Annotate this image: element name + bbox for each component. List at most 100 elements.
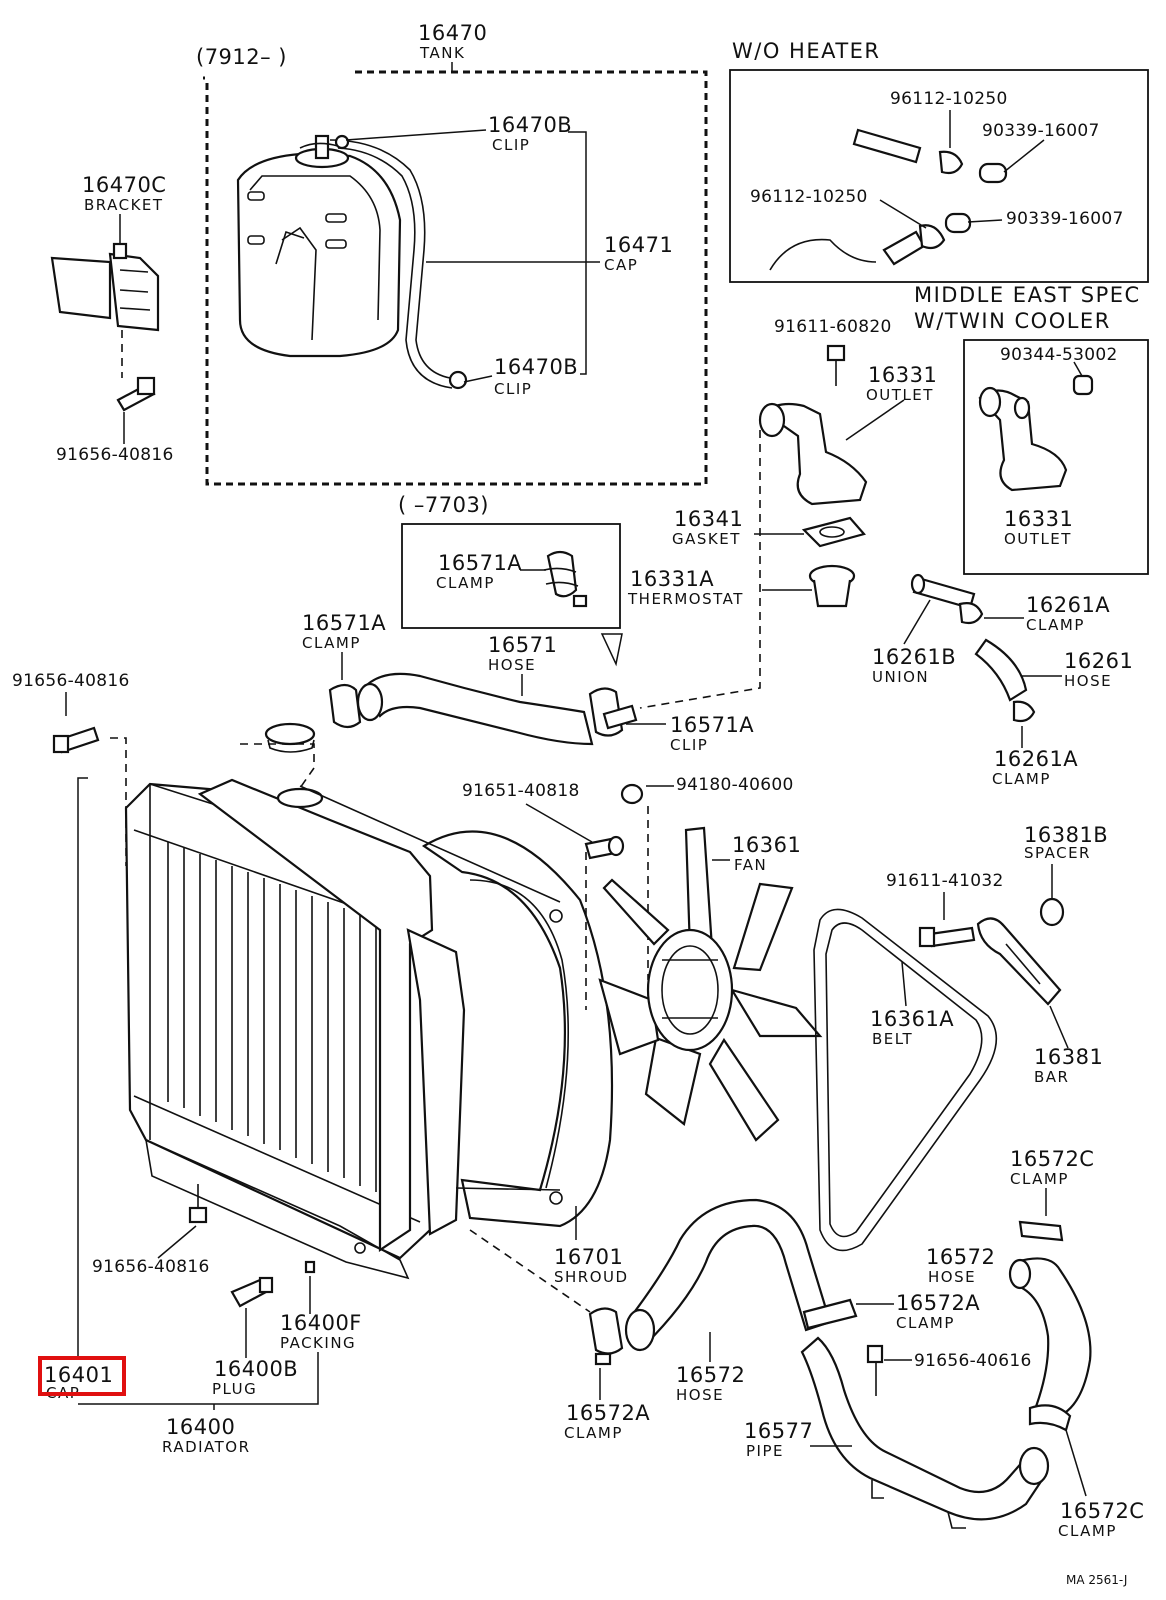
clamp-572c-bottom-label: CLAMP <box>1058 1522 1117 1540</box>
clip-upper-number[interactable]: 16571A <box>670 713 754 737</box>
clip-bottom-leader <box>463 375 493 383</box>
gasket-label: GASKET <box>672 530 741 548</box>
middle-east-pn[interactable]: 90344-53002 <box>1000 345 1118 365</box>
outlet-group: 91611-60820 16331 OUTLET 16341 GASKET 16… <box>627 317 937 709</box>
belt-number[interactable]: 16361A <box>870 1007 954 1031</box>
tank-date-range: (7912– ) <box>196 45 287 69</box>
thermostat-label: THERMOSTAT <box>627 590 744 608</box>
clamp-box-number[interactable]: 16571A <box>438 551 522 575</box>
packing-drawing <box>304 1260 316 1274</box>
reserve-tank-group: (7912– ) 16470 TANK 16470B CLIP <box>196 21 708 486</box>
fan-drawing <box>598 826 823 1142</box>
thermostat-number[interactable]: 16331A <box>630 567 714 591</box>
heater-hose-group: 16261B UNION 16261A CLAMP 16261 HOSE 162… <box>872 573 1133 788</box>
plug-number[interactable]: 16400B <box>214 1357 298 1381</box>
wo-heater-box <box>729 69 1149 283</box>
clip-upper-label: CLIP <box>670 736 708 754</box>
clip-bottom-number[interactable]: 16470B <box>494 355 578 379</box>
clip-top-number[interactable]: 16470B <box>488 113 572 137</box>
wo-heater-pn-4[interactable]: 90339-16007 <box>1006 209 1124 229</box>
arrow-down <box>600 633 623 667</box>
outlet-label: OUTLET <box>866 386 934 404</box>
footer-code: MA 2561-J <box>1066 1573 1127 1587</box>
lower-hose-drawing <box>588 1198 858 1366</box>
radiator-group: 91656-40816 <box>12 671 627 1456</box>
fan-group: 91651-40818 94180-40600 16361 FAN <box>462 775 823 1142</box>
spacer-number[interactable]: 16381B <box>1024 823 1108 847</box>
radiator-number[interactable]: 16400 <box>166 1415 235 1439</box>
clamp-572c-bottom-number[interactable]: 16572C <box>1060 1499 1144 1523</box>
outlet-number[interactable]: 16331 <box>868 363 937 387</box>
bar-bolt <box>918 926 976 948</box>
clamp-572a-bottom-number[interactable]: 16572A <box>566 1401 650 1425</box>
bar-number[interactable]: 16381 <box>1034 1045 1103 1069</box>
thermostat-drawing <box>808 564 856 608</box>
clamp-261a-number[interactable]: 16261A <box>1026 593 1110 617</box>
outlet-drawing <box>758 402 868 506</box>
clamp-572a-bottom-label: CLAMP <box>564 1424 623 1442</box>
clamp-572c-top-label: CLAMP <box>1010 1170 1069 1188</box>
fan-number[interactable]: 16361 <box>732 833 801 857</box>
bracket-bolt-part-number[interactable]: 91656-40816 <box>56 445 174 465</box>
gasket-number[interactable]: 16341 <box>674 507 743 531</box>
wo-heater-pn-2[interactable]: 90339-16007 <box>982 121 1100 141</box>
pipe-bolt-part-number[interactable]: 91656-40616 <box>914 1351 1032 1371</box>
bracket-number[interactable]: 16470C <box>82 173 166 197</box>
union-number[interactable]: 16261B <box>872 645 956 669</box>
outlet-bolt-part-number[interactable]: 91611-60820 <box>774 317 892 337</box>
tank-label: TANK <box>419 44 465 62</box>
clamp-box <box>401 523 621 629</box>
clamp-box-range: ( –7703) <box>398 493 489 517</box>
pipe-number[interactable]: 16577 <box>744 1419 813 1443</box>
union-drawing <box>910 573 1036 723</box>
belt-bar-group: 16381B SPACER 91611-41032 16381 BAR 1636… <box>813 823 1108 1252</box>
wo-heater-heading: W/O HEATER <box>732 39 881 63</box>
shroud-drawing <box>299 785 614 1228</box>
middle-east-outlet-number[interactable]: 16331 <box>1004 507 1073 531</box>
belt-label: BELT <box>872 1030 913 1048</box>
hose-572-right-drawing <box>1008 1257 1092 1432</box>
clamp-572a-label: CLAMP <box>896 1314 955 1332</box>
clamp-261a2-number[interactable]: 16261A <box>994 747 1078 771</box>
tank-number[interactable]: 16470 <box>418 21 487 45</box>
shroud-number[interactable]: 16701 <box>554 1245 623 1269</box>
cap-number[interactable]: 16401 <box>44 1363 113 1387</box>
tank-cap-number[interactable]: 16471 <box>604 233 673 257</box>
top-left-bolt-part-number[interactable]: 91656-40816 <box>12 671 130 691</box>
bar-drawing <box>976 917 1062 1006</box>
hose-572-right-number[interactable]: 16572 <box>926 1245 995 1269</box>
wo-heater-fittings <box>769 128 1008 271</box>
shroud-bolt-part-number[interactable]: 91651-40818 <box>462 781 580 801</box>
fan-nut-part-number[interactable]: 94180-40600 <box>676 775 794 795</box>
bottom-bolt <box>188 1184 208 1224</box>
clamp-box-group: ( –7703) 16571A CLAMP <box>398 493 623 667</box>
plug-label: PLUG <box>212 1380 257 1398</box>
wo-heater-group: W/O HEATER 96112-10250 90339-16007 96112… <box>729 39 1149 283</box>
highlight-box <box>38 1356 126 1396</box>
clamp-left-number[interactable]: 16571A <box>302 611 386 635</box>
gasket-drawing <box>801 516 866 548</box>
pipe-label: PIPE <box>746 1442 784 1460</box>
middle-east-outlet-drawing <box>978 374 1094 492</box>
hose-261-number[interactable]: 16261 <box>1064 649 1133 673</box>
packing-number[interactable]: 16400F <box>280 1311 362 1335</box>
radiator-fins <box>167 842 393 1200</box>
wo-heater-pn-1[interactable]: 96112-10250 <box>890 89 1008 109</box>
wo-heater-pn-3[interactable]: 96112-10250 <box>750 187 868 207</box>
top-left-bolt <box>52 726 100 754</box>
middle-east-outlet-label: OUTLET <box>1004 530 1072 548</box>
bar-bolt-part-number[interactable]: 91611-41032 <box>886 871 1004 891</box>
clip-top-label: CLIP <box>492 136 530 154</box>
spacer-drawing <box>1039 897 1065 927</box>
clamp-572c-top-number[interactable]: 16572C <box>1010 1147 1094 1171</box>
clamp-572a-number[interactable]: 16572A <box>896 1291 980 1315</box>
outlet-bolt <box>826 344 846 386</box>
upper-hose-number[interactable]: 16571 <box>488 633 557 657</box>
upper-hose-drawing <box>328 672 638 746</box>
clamp-box-drawing <box>543 550 588 608</box>
hose-572-number[interactable]: 16572 <box>676 1363 745 1387</box>
fan-nut <box>620 783 644 805</box>
upper-hose-group: 16571A CLAMP 16571 HOSE 16571A CLIP <box>302 611 754 754</box>
bottom-bolt-part-number[interactable]: 91656-40816 <box>92 1257 210 1277</box>
